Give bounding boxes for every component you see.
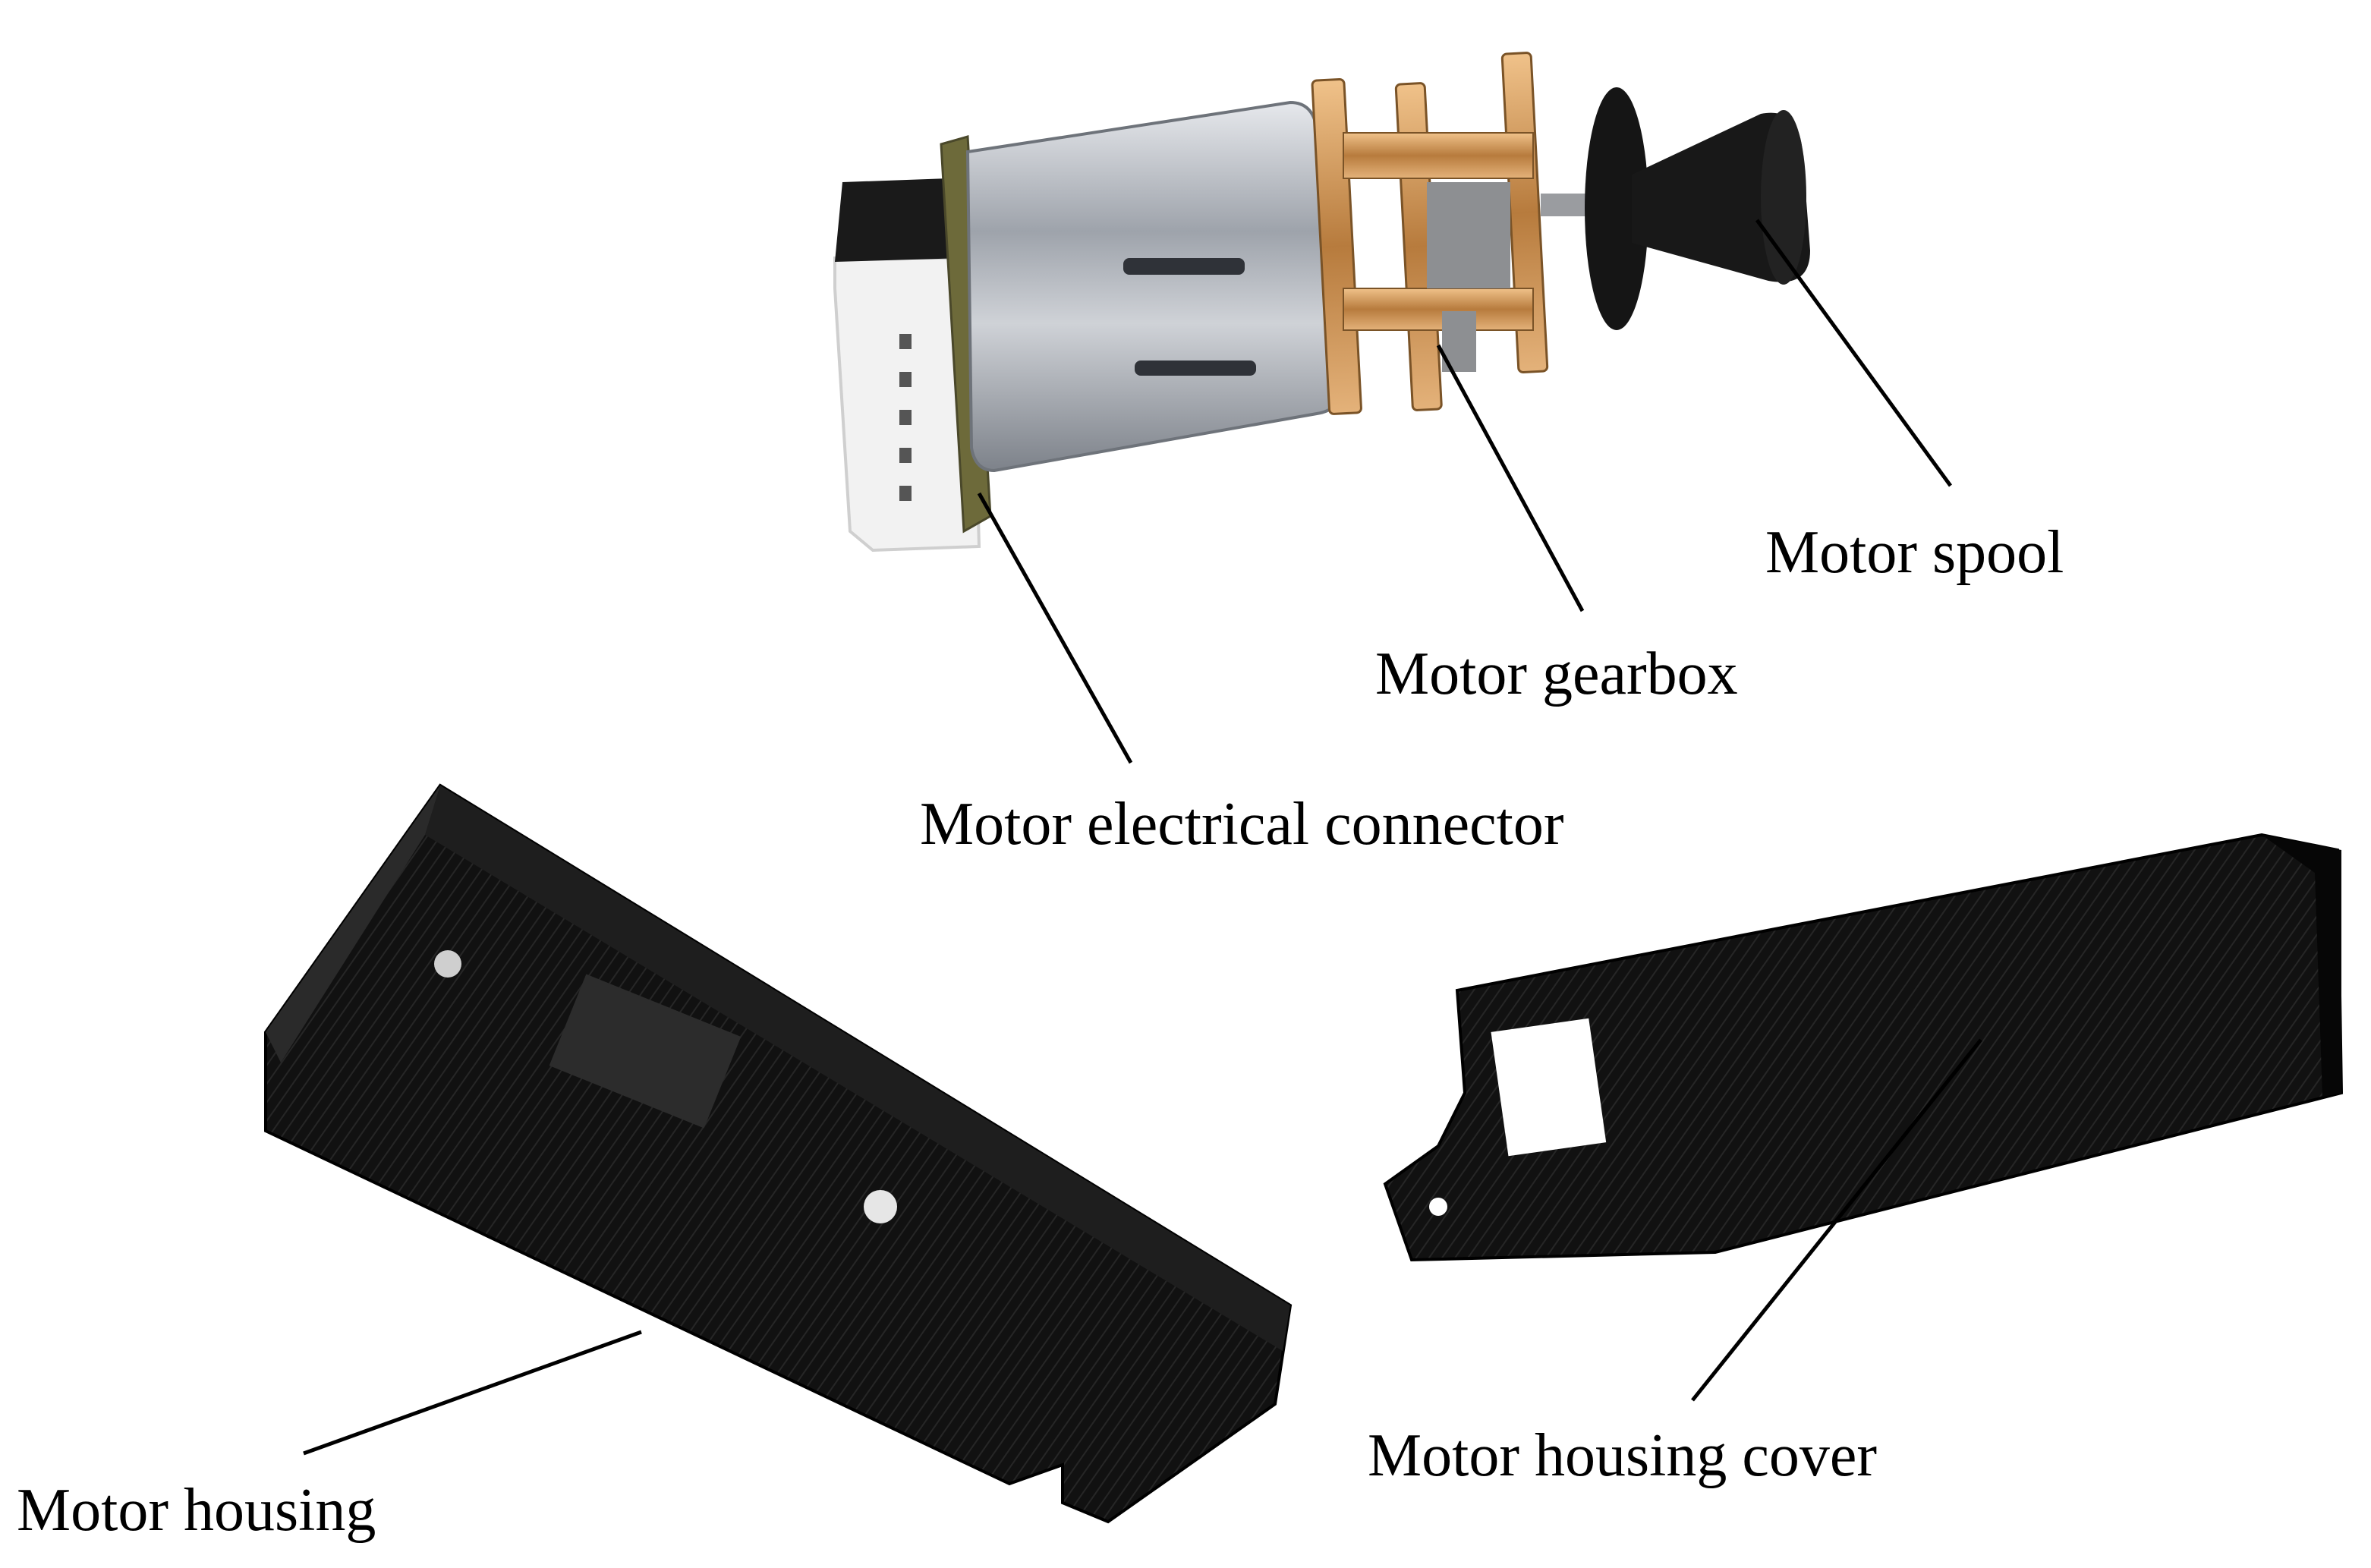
motor-spool (1585, 87, 1810, 330)
label-motor-spool: Motor spool (1765, 519, 2064, 586)
leader-line-gearbox (1436, 344, 1585, 612)
motor-assembly (833, 52, 1810, 553)
motor-housing-cover (1383, 833, 2344, 1262)
label-motor-electrical-connector: Motor electrical connector (920, 791, 1564, 858)
label-motor-housing: Motor housing (17, 1477, 376, 1544)
motor-slot (1135, 361, 1256, 376)
leader-line-spool (1755, 219, 1953, 487)
connector-pins (899, 334, 912, 501)
leader-line-connector (977, 492, 1133, 764)
screw-hole (1429, 1198, 1447, 1216)
gearbox (1311, 52, 1549, 415)
screw-hole (434, 950, 461, 978)
screw-hole (864, 1190, 897, 1223)
connector-cap (835, 178, 964, 262)
leader-line-housing (303, 1330, 642, 1456)
label-motor-gearbox: Motor gearbox (1375, 641, 1738, 707)
motor-can (965, 100, 1346, 473)
leader-lines (303, 219, 1982, 1456)
cover-window (1491, 1018, 1607, 1157)
label-motor-housing-cover: Motor housing cover (1368, 1422, 1878, 1489)
leader-line-cover (1691, 1038, 1982, 1402)
motor-slot (1123, 258, 1245, 275)
motor-housing (264, 783, 1293, 1524)
